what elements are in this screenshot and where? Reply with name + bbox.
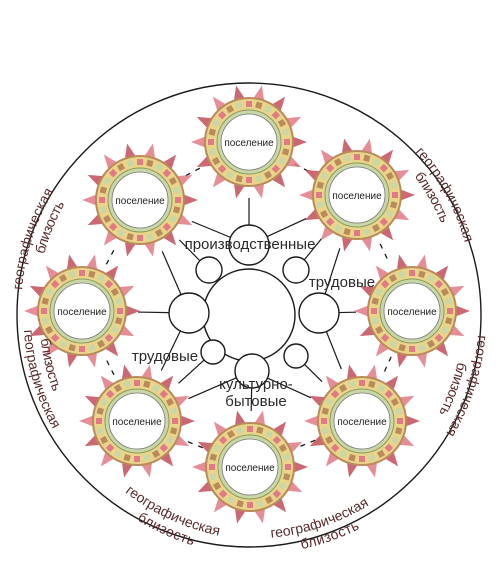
label-production: производственные xyxy=(185,236,316,253)
building-mark xyxy=(137,235,143,241)
building-mark xyxy=(246,177,252,183)
building-mark xyxy=(79,270,85,276)
settlement-label: поселение xyxy=(225,463,275,474)
settlement-label: поселение xyxy=(337,417,387,428)
building-mark xyxy=(208,139,214,145)
building-mark xyxy=(447,308,453,314)
spoke-line xyxy=(326,332,341,369)
spoke-line xyxy=(162,251,181,294)
building-mark xyxy=(96,418,102,424)
node-labor-left xyxy=(169,293,209,333)
arc-label-top-right-1: географическая xyxy=(413,143,478,243)
building-mark xyxy=(359,456,365,462)
settlement-label: поселение xyxy=(115,196,165,207)
label-labor-left: трудовые xyxy=(132,348,198,365)
settlement-label: поселение xyxy=(387,307,437,318)
spoke-line xyxy=(305,364,323,381)
settlement-right: поселение xyxy=(354,254,470,367)
building-mark xyxy=(316,192,322,198)
settlement-top: поселение xyxy=(191,85,307,198)
building-mark xyxy=(247,502,253,508)
dashed-link xyxy=(383,357,391,375)
node-small-bottom-left xyxy=(201,340,225,364)
node-labor-right xyxy=(299,293,339,333)
building-mark xyxy=(134,456,140,462)
spoke-line xyxy=(267,219,306,237)
dashed-link xyxy=(105,357,114,375)
node-small-top-left xyxy=(196,257,222,283)
building-mark xyxy=(285,464,291,470)
building-mark xyxy=(354,230,360,236)
building-mark xyxy=(41,308,47,314)
building-mark xyxy=(321,418,327,424)
building-mark xyxy=(354,154,360,160)
building-mark xyxy=(137,159,143,165)
building-mark xyxy=(209,464,215,470)
building-mark xyxy=(246,101,252,107)
spoke-line xyxy=(138,312,169,313)
settlement-top-left: поселение xyxy=(82,143,198,256)
building-mark xyxy=(172,418,178,424)
label-cultural-line1: культурно- xyxy=(219,376,293,393)
building-mark xyxy=(397,418,403,424)
building-mark xyxy=(79,346,85,352)
building-mark xyxy=(392,192,398,198)
node-small-top-right xyxy=(283,257,309,283)
building-mark xyxy=(117,308,123,314)
settlement-label: поселение xyxy=(224,138,274,149)
dashed-link xyxy=(380,244,389,262)
dashed-link xyxy=(186,166,204,175)
settlement-bottom: поселение xyxy=(192,410,308,523)
node-small-bottom-right xyxy=(284,344,308,368)
building-mark xyxy=(175,197,181,203)
settlement-bottom-left: поселение xyxy=(79,364,195,477)
building-mark xyxy=(284,139,290,145)
building-mark xyxy=(409,270,415,276)
spoke-line xyxy=(192,221,231,237)
label-labor-right: трудовые xyxy=(309,274,375,291)
settlement-label: поселение xyxy=(112,417,162,428)
settlement-top-right: поселение xyxy=(299,138,415,251)
settlement-label: поселение xyxy=(332,191,382,202)
building-mark xyxy=(99,197,105,203)
building-mark xyxy=(247,426,253,432)
label-cultural-line2: бытовые xyxy=(225,393,287,410)
building-mark xyxy=(409,346,415,352)
dashed-link xyxy=(106,247,115,265)
building-mark xyxy=(371,308,377,314)
building-mark xyxy=(359,380,365,386)
building-mark xyxy=(134,380,140,386)
settlement-label: поселение xyxy=(57,307,107,318)
